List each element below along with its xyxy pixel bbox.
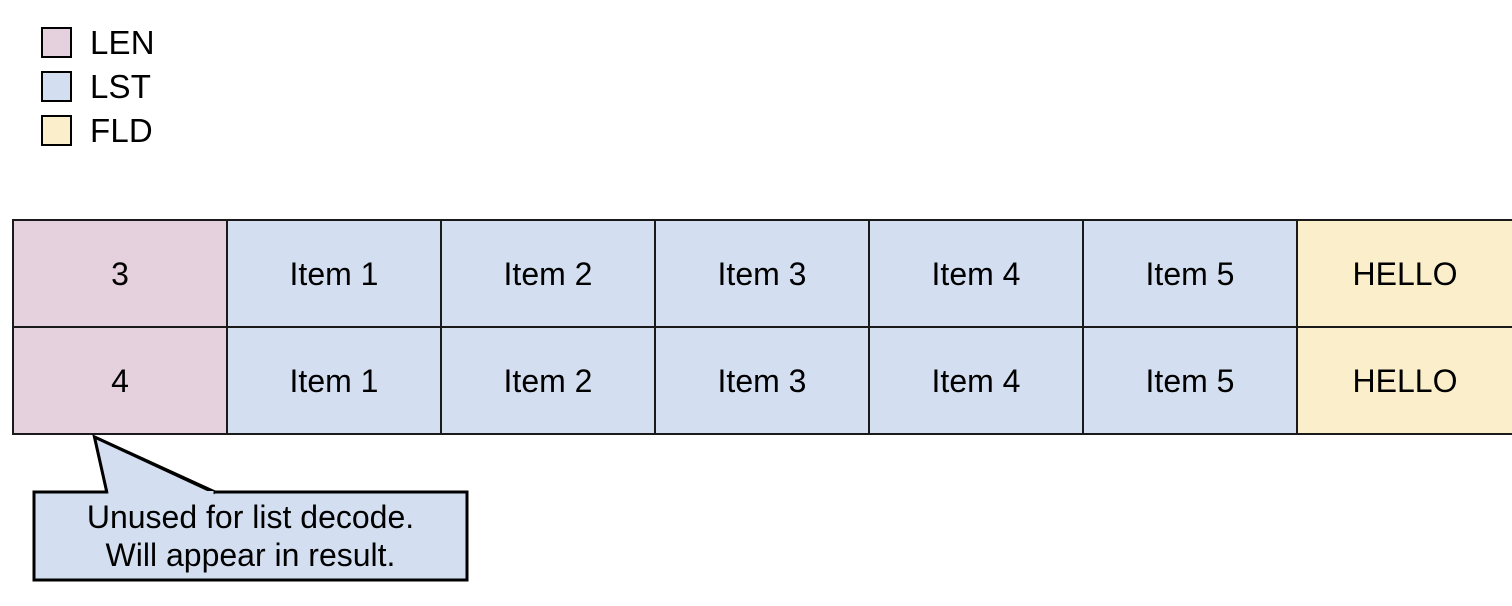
cell-lst-row2-item2: Item 2 [440,326,656,435]
cell-lst-row2-item5: Item 5 [1082,326,1298,435]
cell-lst-row2-item3: Item 3 [654,326,870,435]
callout-line-2: Will appear in result. [105,537,396,573]
cell-lst-row1-item3: Item 3 [654,219,870,328]
legend-item-len: LEN [41,20,155,64]
legend: LEN LST FLD [41,20,155,152]
legend-item-lst: LST [41,64,155,108]
legend-swatch-lst [41,70,72,102]
legend-label-len: LEN [90,23,155,61]
table-row: 3 Item 1 Item 2 Item 3 Item 4 Item 5 HEL… [12,219,1512,328]
cell-lst-row2-item4: Item 4 [868,326,1084,435]
callout-shape [34,434,216,494]
legend-swatch-fld [41,114,72,146]
callout-text: Unused for list decode. Will appear in r… [34,492,467,580]
legend-label-fld: FLD [90,111,153,149]
cell-len-row2: 4 [12,326,228,435]
table-row: 4 Item 1 Item 2 Item 3 Item 4 Item 5 HEL… [12,326,1512,435]
callout-tail [92,434,216,495]
cell-lst-row1-item5: Item 5 [1082,219,1298,328]
cell-lst-row1-item2: Item 2 [440,219,656,328]
cell-len-row1: 3 [12,219,228,328]
callout-line-1: Unused for list decode. [86,499,415,535]
cell-fld-row1: HELLO [1296,219,1512,328]
cell-lst-row2-item1: Item 1 [226,326,442,435]
legend-item-fld: FLD [41,108,155,152]
legend-label-lst: LST [90,67,152,105]
cell-lst-row1-item4: Item 4 [868,219,1084,328]
cell-fld-row2: HELLO [1296,326,1512,435]
cell-lst-row1-item1: Item 1 [226,219,442,328]
legend-swatch-len [41,26,72,58]
record-layout-table: 3 Item 1 Item 2 Item 3 Item 4 Item 5 HEL… [12,219,1512,435]
